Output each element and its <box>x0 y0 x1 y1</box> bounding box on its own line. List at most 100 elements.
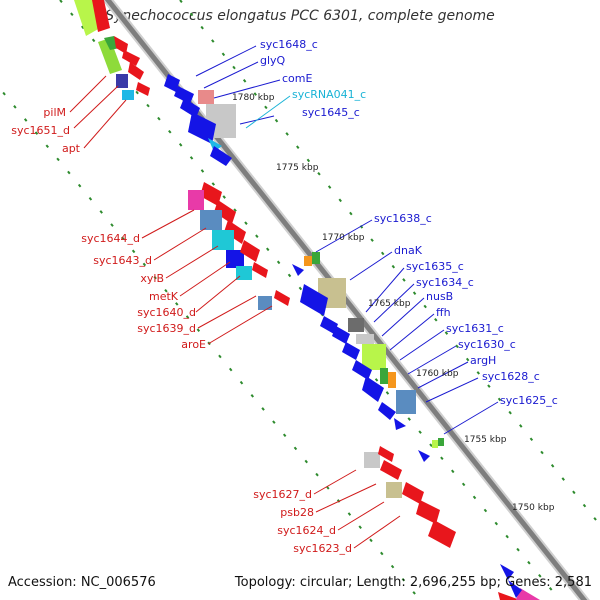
gene-feature <box>226 250 244 268</box>
gene-label: syc1623_d <box>293 542 352 555</box>
gene-label: syc1643_d <box>93 254 152 267</box>
gene-label: aroE <box>181 338 206 351</box>
gene-feature <box>92 0 110 32</box>
gene-feature <box>128 62 144 80</box>
accession-text: Accession: NC_006576 <box>8 575 156 590</box>
gene-feature <box>274 290 290 306</box>
kbp-label: 1760 kbp <box>416 369 459 379</box>
gene-feature <box>362 344 386 370</box>
gene-label: syc1648_c <box>260 38 318 51</box>
left-gene-labels: pilM syc1651_d apt syc1644_d syc1643_d x… <box>11 106 352 555</box>
gene-label: glyQ <box>260 54 286 67</box>
gene-label: argH <box>470 354 496 367</box>
kbp-label: 1750 kbp <box>512 503 555 513</box>
gene-feature <box>348 318 364 332</box>
kbp-label: 1775 kbp <box>276 163 319 173</box>
right-gene-labels: syc1648_c glyQ comE sycRNA041_c syc1645_… <box>260 38 558 407</box>
gene-feature <box>396 390 416 414</box>
gene-feature <box>378 446 394 462</box>
gene-label: syc1625_c <box>500 394 558 407</box>
gene-label: dnaK <box>394 244 423 257</box>
gene-label: syc1628_c <box>482 370 540 383</box>
gene-feature <box>208 138 222 152</box>
gene-feature <box>320 316 338 334</box>
gene-label: syc1627_d <box>253 488 312 501</box>
gene-feature <box>122 90 134 100</box>
gene-label: pilM <box>43 106 66 119</box>
gene-feature <box>122 50 140 66</box>
gene-feature <box>240 240 260 262</box>
gene-feature <box>352 360 372 380</box>
gene-label: syc1634_c <box>416 276 474 289</box>
gene-feature <box>252 262 268 278</box>
reverse-genes <box>164 74 522 598</box>
gene-feature <box>380 460 402 480</box>
gene-feature <box>388 372 396 388</box>
gene-label: syc1624_d <box>277 524 336 537</box>
gene-feature <box>136 82 150 96</box>
gene-feature <box>210 146 232 166</box>
gene-label: ffh <box>436 306 451 319</box>
gene-label: syc1651_d <box>11 124 70 137</box>
gene-label: metK <box>149 290 179 303</box>
gene-label: sycRNA041_c <box>292 88 366 101</box>
gene-feature <box>74 0 100 36</box>
connector-rna <box>245 95 291 129</box>
gene-feature <box>356 334 374 344</box>
gene-label: syc1640_d <box>137 306 196 319</box>
gene-feature <box>312 252 320 264</box>
gene-label: xylB <box>140 272 164 285</box>
gene-feature <box>416 500 440 524</box>
gene-feature <box>304 256 312 266</box>
gene-label: syc1638_c <box>374 212 432 225</box>
gene-feature <box>258 296 272 310</box>
kbp-labels: 1780 kbp 1775 kbp 1770 kbp 1765 kbp 1760… <box>232 93 555 513</box>
forward-genes <box>74 0 540 600</box>
gene-feature <box>364 452 380 468</box>
gene-label: syc1645_c <box>302 106 360 119</box>
gene-label: syc1631_c <box>446 322 504 335</box>
gene-feature <box>332 326 350 344</box>
gene-feature <box>188 112 216 144</box>
gene-feature <box>300 284 328 316</box>
gene-feature <box>386 482 402 498</box>
kbp-label: 1780 kbp <box>232 93 275 103</box>
gene-feature <box>500 564 514 580</box>
gene-feature <box>164 74 180 92</box>
gene-feature <box>200 182 222 206</box>
gene-feature <box>214 200 236 224</box>
gene-label: nusB <box>426 290 453 303</box>
gene-feature <box>292 264 304 276</box>
gene-feature <box>198 90 214 104</box>
gene-feature <box>508 580 522 598</box>
gene-label: comE <box>282 72 312 85</box>
gene-feature <box>402 482 424 504</box>
gene-feature <box>224 220 246 244</box>
gene-label: psb28 <box>280 506 314 519</box>
gene-feature <box>174 86 194 104</box>
gene-feature <box>200 210 222 230</box>
kbp-label: 1755 kbp <box>464 435 507 445</box>
connectors-left <box>69 75 401 549</box>
gene-label: apt <box>62 142 81 155</box>
gene-feature <box>114 36 128 54</box>
gene-feature <box>116 74 128 88</box>
gene-feature <box>380 368 388 384</box>
gene-feature <box>438 438 444 446</box>
kbp-label: 1765 kbp <box>368 299 411 309</box>
gene-feature <box>498 592 520 600</box>
gene-label: syc1630_c <box>458 338 516 351</box>
gene-feature <box>342 342 360 360</box>
gene-feature <box>378 402 396 420</box>
gene-feature <box>362 376 384 402</box>
gene-label: syc1635_c <box>406 260 464 273</box>
gene-feature <box>394 418 406 430</box>
gene-feature <box>418 450 430 462</box>
gene-label: syc1644_d <box>81 232 140 245</box>
gene-feature <box>98 38 122 74</box>
gene-feature <box>432 440 438 448</box>
gene-feature <box>428 520 456 548</box>
gene-feature <box>180 98 200 118</box>
